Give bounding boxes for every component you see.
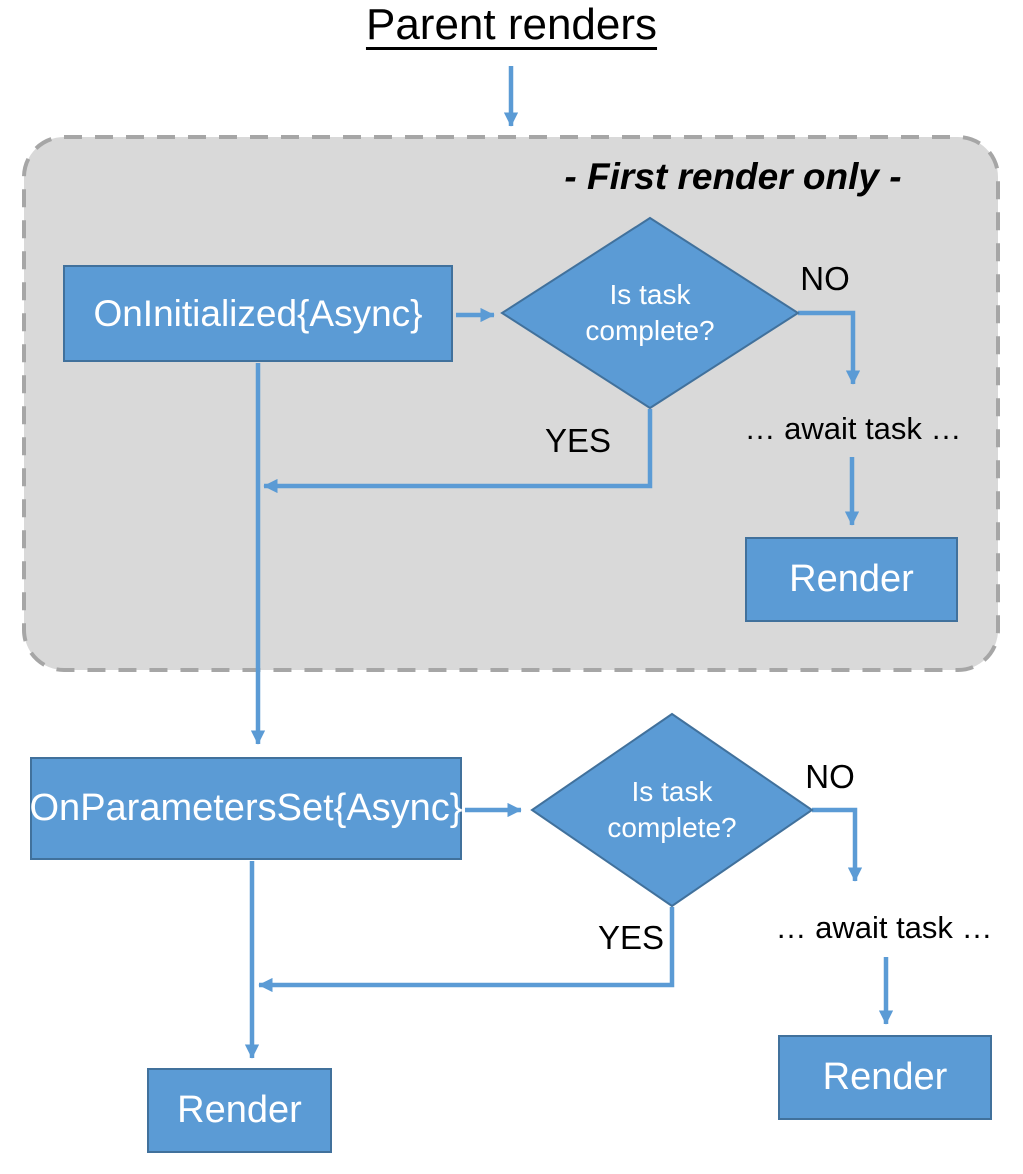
- arrow-decision1-no: [798, 310, 861, 385]
- node-oninitialized-label: OnInitialized{Async}: [93, 292, 423, 334]
- page-title: Parent renders: [365, 0, 658, 49]
- label-await-task-1: … await task …: [744, 411, 962, 446]
- arrow-decision1-yes: [263, 409, 653, 494]
- decision1-label: Is task complete?: [555, 266, 745, 360]
- node-onparametersset-label: OnParametersSet{Async}: [29, 787, 463, 829]
- node-render-yes-branch: Render: [147, 1068, 332, 1153]
- node-render-first-render-label: Render: [789, 558, 914, 600]
- label-await-task-2: … await task …: [775, 910, 993, 945]
- decision2-question: Is task complete?: [607, 775, 737, 843]
- node-render-no-branch-label: Render: [822, 1056, 948, 1098]
- decision1-question: Is task complete?: [585, 278, 715, 346]
- label-no-2: NO: [805, 758, 855, 795]
- arrow-decision2-no: [812, 807, 863, 882]
- label-yes-1: YES: [544, 422, 612, 459]
- node-render-first-render: Render: [745, 537, 958, 622]
- node-render-no-branch: Render: [778, 1035, 992, 1120]
- node-oninitialized: OnInitialized{Async}: [63, 265, 453, 362]
- node-onparametersset: OnParametersSet{Async}: [29, 757, 463, 860]
- arrow-decision2-yes: [258, 907, 675, 993]
- node-render-yes-branch-label: Render: [177, 1089, 302, 1131]
- decision1-diamond: [500, 216, 800, 410]
- label-no-1: NO: [800, 260, 850, 297]
- first-render-only-label: - First render only -: [564, 156, 902, 197]
- decision2-diamond: [530, 712, 814, 908]
- decision2-label: Is task complete?: [577, 763, 767, 857]
- label-yes-2: YES: [597, 919, 665, 956]
